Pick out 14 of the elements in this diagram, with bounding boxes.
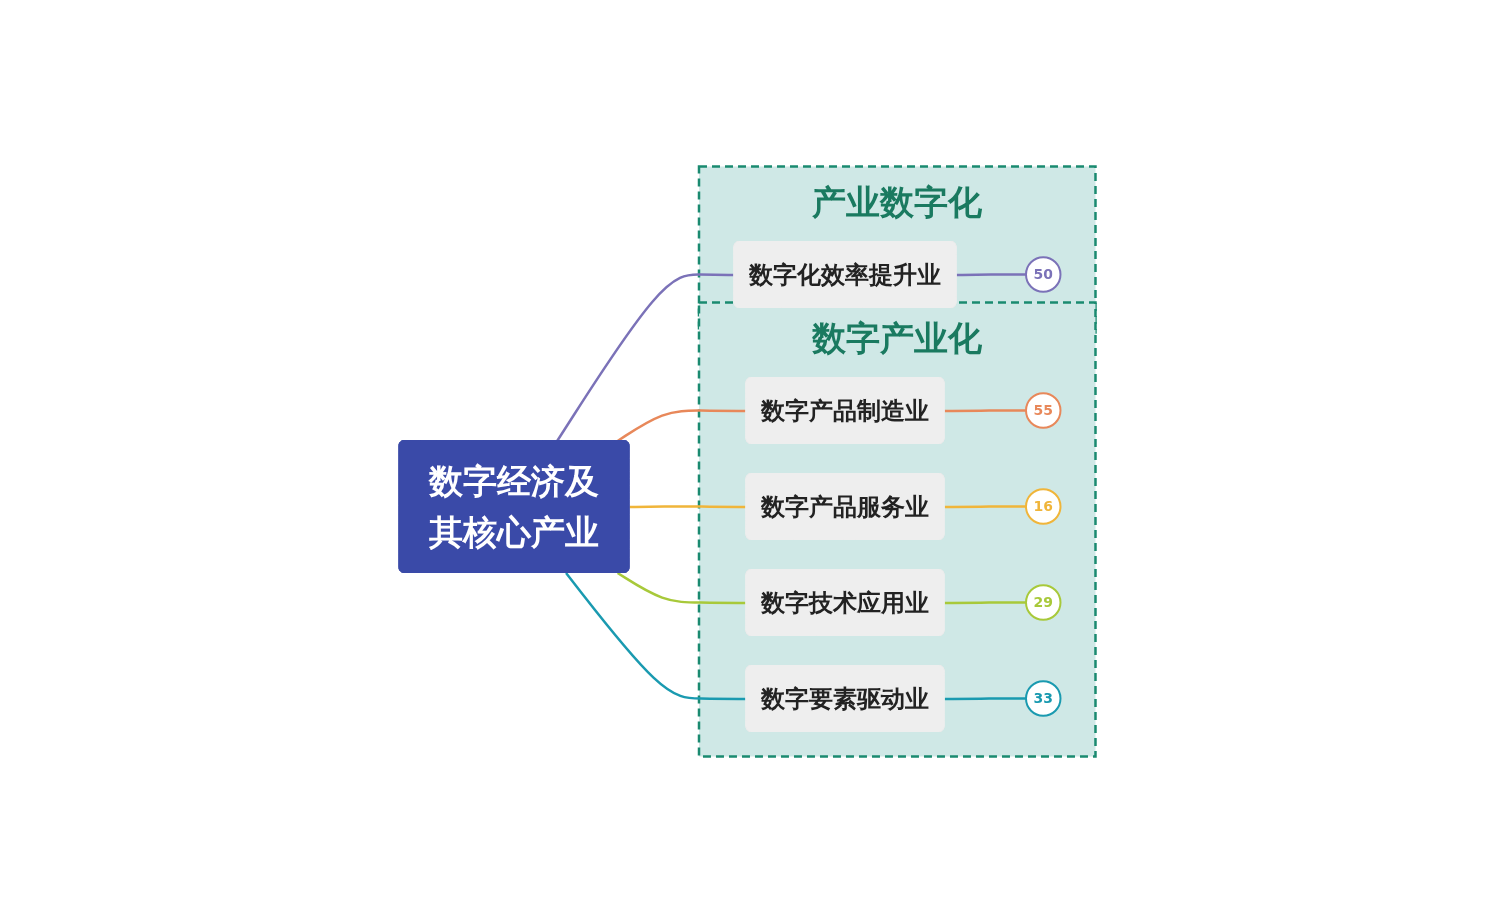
connector	[944, 409, 1027, 413]
connector	[556, 273, 735, 442]
node-circle: 50	[1025, 256, 1062, 293]
node-circle: 29	[1025, 584, 1062, 621]
node-circle: 55	[1025, 392, 1062, 429]
connector	[617, 571, 747, 605]
node-circle: 33	[1025, 680, 1062, 717]
node-circle: 16	[1025, 488, 1062, 525]
connector	[629, 505, 747, 509]
connector	[565, 572, 747, 701]
connector	[944, 697, 1027, 701]
connector	[944, 505, 1027, 509]
connector	[944, 601, 1027, 605]
connector	[956, 273, 1027, 277]
